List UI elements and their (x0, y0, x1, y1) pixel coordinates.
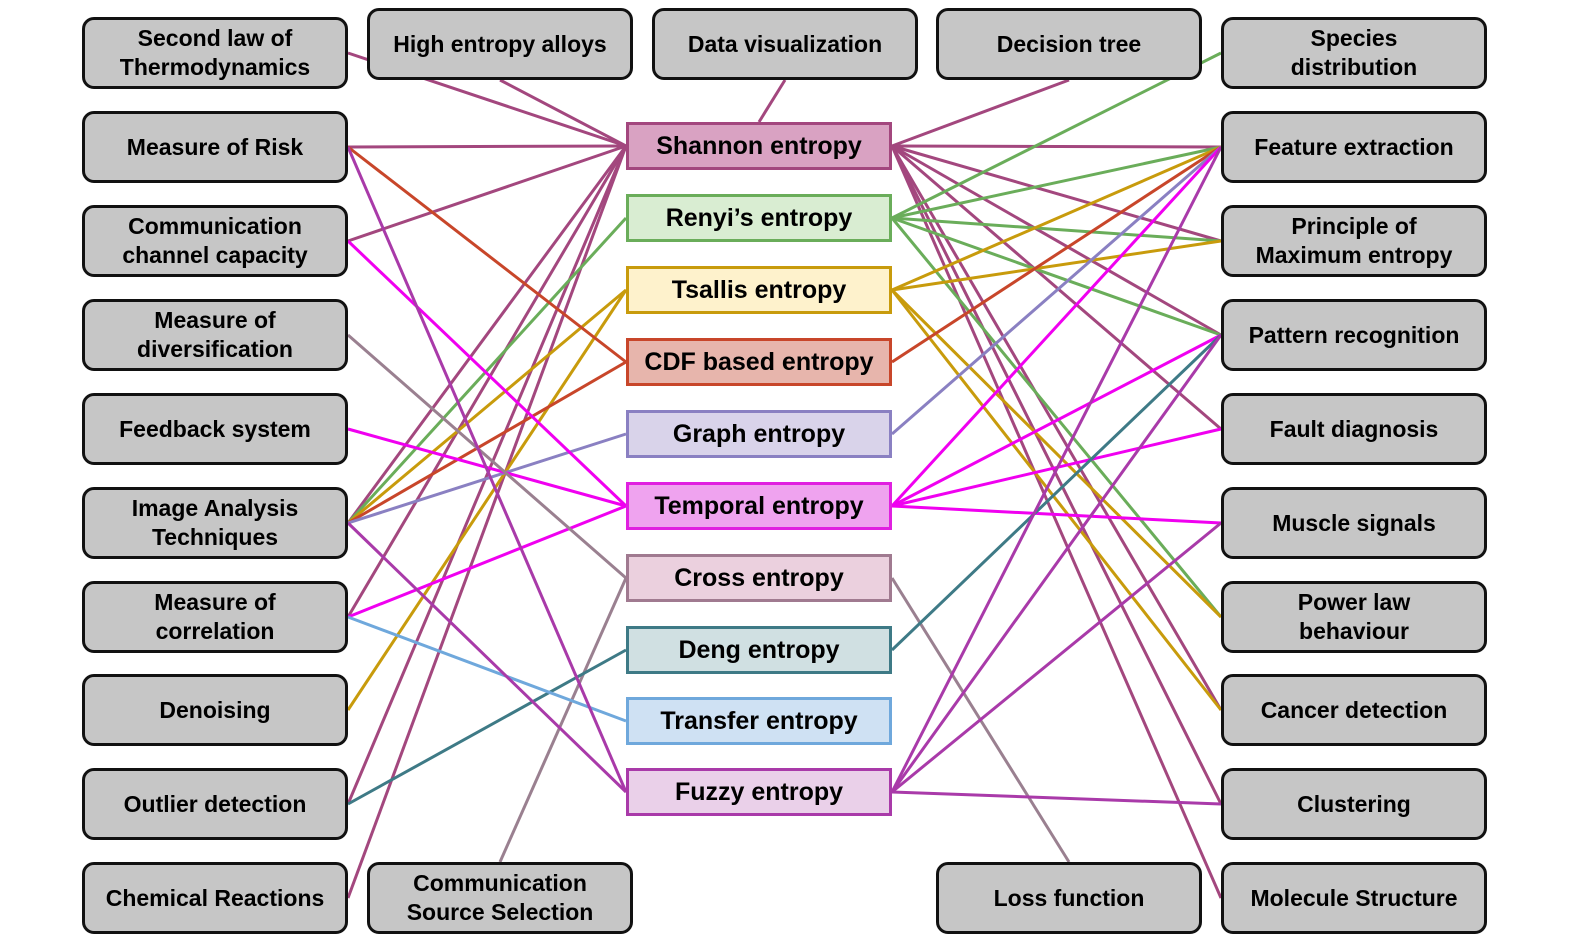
link-shannon-risk (347, 144, 627, 149)
app-species-distribution: Species distribution (1221, 17, 1487, 89)
link-temporal-feature (890, 145, 1223, 508)
link-tsallis-powerlaw (890, 288, 1223, 619)
link-fuzzy-pattern (890, 334, 1223, 793)
link-cross-source_sel (498, 577, 628, 863)
app-muscle-signals: Muscle signals (1221, 487, 1487, 559)
app-chemical-reactions: Chemical Reactions (82, 862, 348, 934)
entropy-deng: Deng entropy (626, 626, 892, 674)
link-shannon-image (346, 145, 628, 524)
link-shannon-fault (891, 144, 1222, 431)
link-shannon-hea (499, 78, 627, 148)
app-molecule-structure: Molecule Structure (1221, 862, 1487, 934)
link-shannon-outlier (346, 145, 628, 805)
link-graph-image (347, 432, 627, 525)
app-power-law-behaviour: Power law behaviour (1221, 581, 1487, 653)
app-high-entropy-alloys: High entropy alloys (367, 8, 633, 80)
link-graph-feature (891, 145, 1222, 436)
link-tsallis-denoising (346, 289, 628, 711)
app-pattern-recognition: Pattern recognition (1221, 299, 1487, 371)
entropy-temporal: Temporal entropy (626, 482, 892, 530)
link-fuzzy-clustering (891, 790, 1222, 806)
link-renyi-species (891, 51, 1222, 220)
entropy-fuzzy: Fuzzy entropy (626, 768, 892, 816)
link-renyi-image (346, 216, 628, 525)
app-maximum-entropy: Principle of Maximum entropy (1221, 205, 1487, 277)
link-shannon-molecule (890, 145, 1223, 899)
link-renyi-powerlaw (890, 217, 1223, 618)
link-cross-diversification (347, 333, 627, 580)
link-cdf-image (347, 360, 627, 525)
link-temporal-correlation (347, 504, 627, 619)
entropy-renyi: Renyi’s entropy (626, 194, 892, 242)
app-fault-diagnosis: Fault diagnosis (1221, 393, 1487, 465)
app-decision-tree: Decision tree (936, 8, 1202, 80)
app-diversification: Measure of diversification (82, 299, 348, 371)
link-shannon-clustering (890, 145, 1223, 805)
entropy-shannon: Shannon entropy (626, 122, 892, 170)
link-shannon-maxent (891, 144, 1222, 243)
link-fuzzy-image (346, 521, 628, 794)
link-tsallis-image (347, 288, 627, 525)
app-denoising: Denoising (82, 674, 348, 746)
link-renyi-pattern (891, 216, 1222, 337)
link-tsallis-maxent (891, 239, 1222, 292)
app-loss-function: Loss function (936, 862, 1202, 934)
link-cdf-feature (891, 145, 1222, 364)
app-communication-source-selection: Communication Source Selection (367, 862, 633, 934)
link-temporal-pattern (891, 333, 1222, 508)
link-shannon-dataviz (757, 79, 787, 123)
link-temporal-channel (346, 239, 628, 508)
link-tsallis-feature (891, 145, 1222, 292)
link-temporal-muscle (891, 504, 1222, 525)
link-shannon-channel (347, 144, 627, 243)
app-data-visualization: Data visualization (652, 8, 918, 80)
app-feedback-system: Feedback system (82, 393, 348, 465)
link-shannon-dtree (891, 78, 1070, 148)
entropy-graph: Graph entropy (626, 410, 892, 458)
entropy-cdf: CDF based entropy (626, 338, 892, 386)
link-transfer-correlation (347, 615, 627, 723)
entropy-cross: Cross entropy (626, 554, 892, 602)
link-shannon-chemical (346, 145, 628, 899)
link-renyi-feature (891, 145, 1222, 220)
link-renyi-maxent (891, 216, 1222, 243)
link-fuzzy-risk (346, 146, 628, 793)
app-measure-of-risk: Measure of Risk (82, 111, 348, 183)
link-deng-pattern (890, 333, 1223, 652)
link-shannon-pattern (891, 144, 1222, 337)
link-cdf-risk (347, 145, 627, 364)
app-measure-of-correlation: Measure of correlation (82, 581, 348, 653)
link-fuzzy-muscle (891, 521, 1222, 794)
link-shannon-feature (891, 144, 1222, 149)
app-second-law-thermodynamics: Second law of Thermodynamics (82, 17, 348, 89)
app-clustering: Clustering (1221, 768, 1487, 840)
link-shannon-correlation (346, 145, 628, 618)
app-cancer-detection: Cancer detection (1221, 674, 1487, 746)
entropy-tsallis: Tsallis entropy (626, 266, 892, 314)
link-deng-outlier (347, 648, 627, 806)
app-outlier-detection: Outlier detection (82, 768, 348, 840)
app-channel-capacity: Communication channel capacity (82, 205, 348, 277)
app-image-analysis: Image Analysis Techniques (82, 487, 348, 559)
link-shannon-cancer (890, 145, 1223, 711)
entropy-transfer: Transfer entropy (626, 697, 892, 745)
app-feature-extraction: Feature extraction (1221, 111, 1487, 183)
link-tsallis-cancer (890, 289, 1223, 711)
link-fuzzy-feature (890, 146, 1223, 793)
